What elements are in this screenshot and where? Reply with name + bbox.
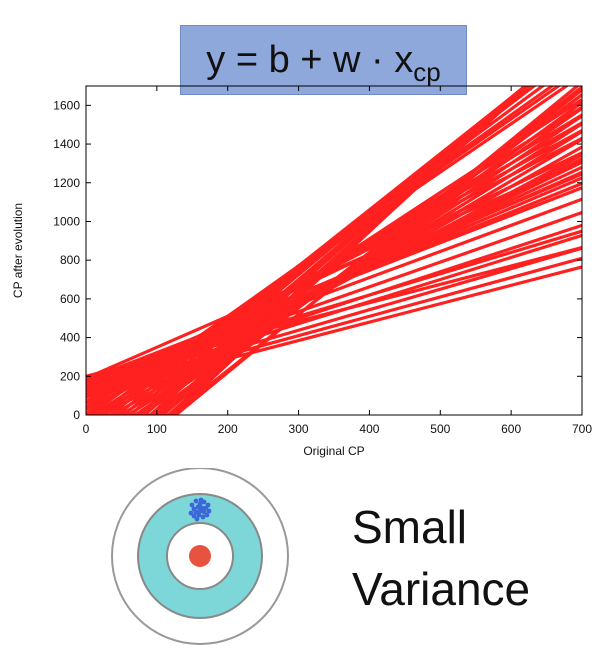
plot-frame	[85, 85, 583, 416]
x-tick-label: 100	[147, 422, 167, 436]
x-tick-label: 500	[430, 422, 450, 436]
y-axis-label: CP after evolution	[11, 203, 25, 298]
target-diagram	[111, 468, 289, 645]
x-tick-label: 0	[83, 422, 90, 436]
series-line-44	[86, 151, 582, 392]
target-dot-10	[193, 509, 199, 515]
label-block: Small Variance	[352, 496, 530, 620]
y-tick-label: 600	[60, 292, 80, 306]
y-tick-label: 1400	[53, 137, 80, 151]
y-tick-label: 1200	[53, 176, 80, 190]
x-tick-label: 400	[359, 422, 379, 436]
y-tick-label: 400	[60, 331, 80, 345]
target-dot-13	[206, 508, 212, 514]
target-dot-1	[193, 498, 199, 504]
target-dot-0	[189, 502, 195, 508]
target-dot-15	[196, 512, 202, 518]
y-tick-label: 200	[60, 369, 80, 383]
x-tick-label: 300	[289, 422, 309, 436]
x-axis-label: Original CP	[303, 444, 364, 458]
target-dot-6	[195, 504, 201, 510]
target-bullseye	[189, 545, 211, 567]
y-tick-label: 1600	[53, 98, 80, 112]
x-tick-label: 600	[501, 422, 521, 436]
target-dot-16	[200, 514, 206, 520]
target-dot-18	[198, 497, 204, 503]
target-dot-8	[203, 505, 209, 511]
formula-subscript: cp	[413, 56, 441, 87]
y-tick-label: 0	[73, 408, 80, 422]
y-tick-label: 800	[60, 253, 80, 267]
target-dot-9	[188, 510, 194, 516]
series-lines-group	[86, 86, 582, 415]
formula-text: y = b + w · x	[206, 38, 414, 81]
label-line-2: Variance	[352, 563, 531, 615]
target-dot-cluster	[188, 497, 212, 522]
x-tick-label: 200	[218, 422, 238, 436]
target-dot-19	[194, 516, 200, 522]
target-dot-14	[191, 513, 197, 519]
label-line-1: Small	[352, 501, 468, 553]
x-tick-label: 700	[572, 422, 592, 436]
target-dot-17	[204, 512, 210, 518]
series-line-39	[86, 265, 582, 398]
series-line-52	[174, 86, 580, 415]
y-tick-label: 1000	[53, 214, 80, 228]
target-dot-12	[201, 509, 207, 515]
target-dot-11	[197, 508, 203, 514]
regression-chart: 0 100 200 300 400 500 600 700 0 200 400 600 800 1000 1…	[11, 85, 592, 458]
